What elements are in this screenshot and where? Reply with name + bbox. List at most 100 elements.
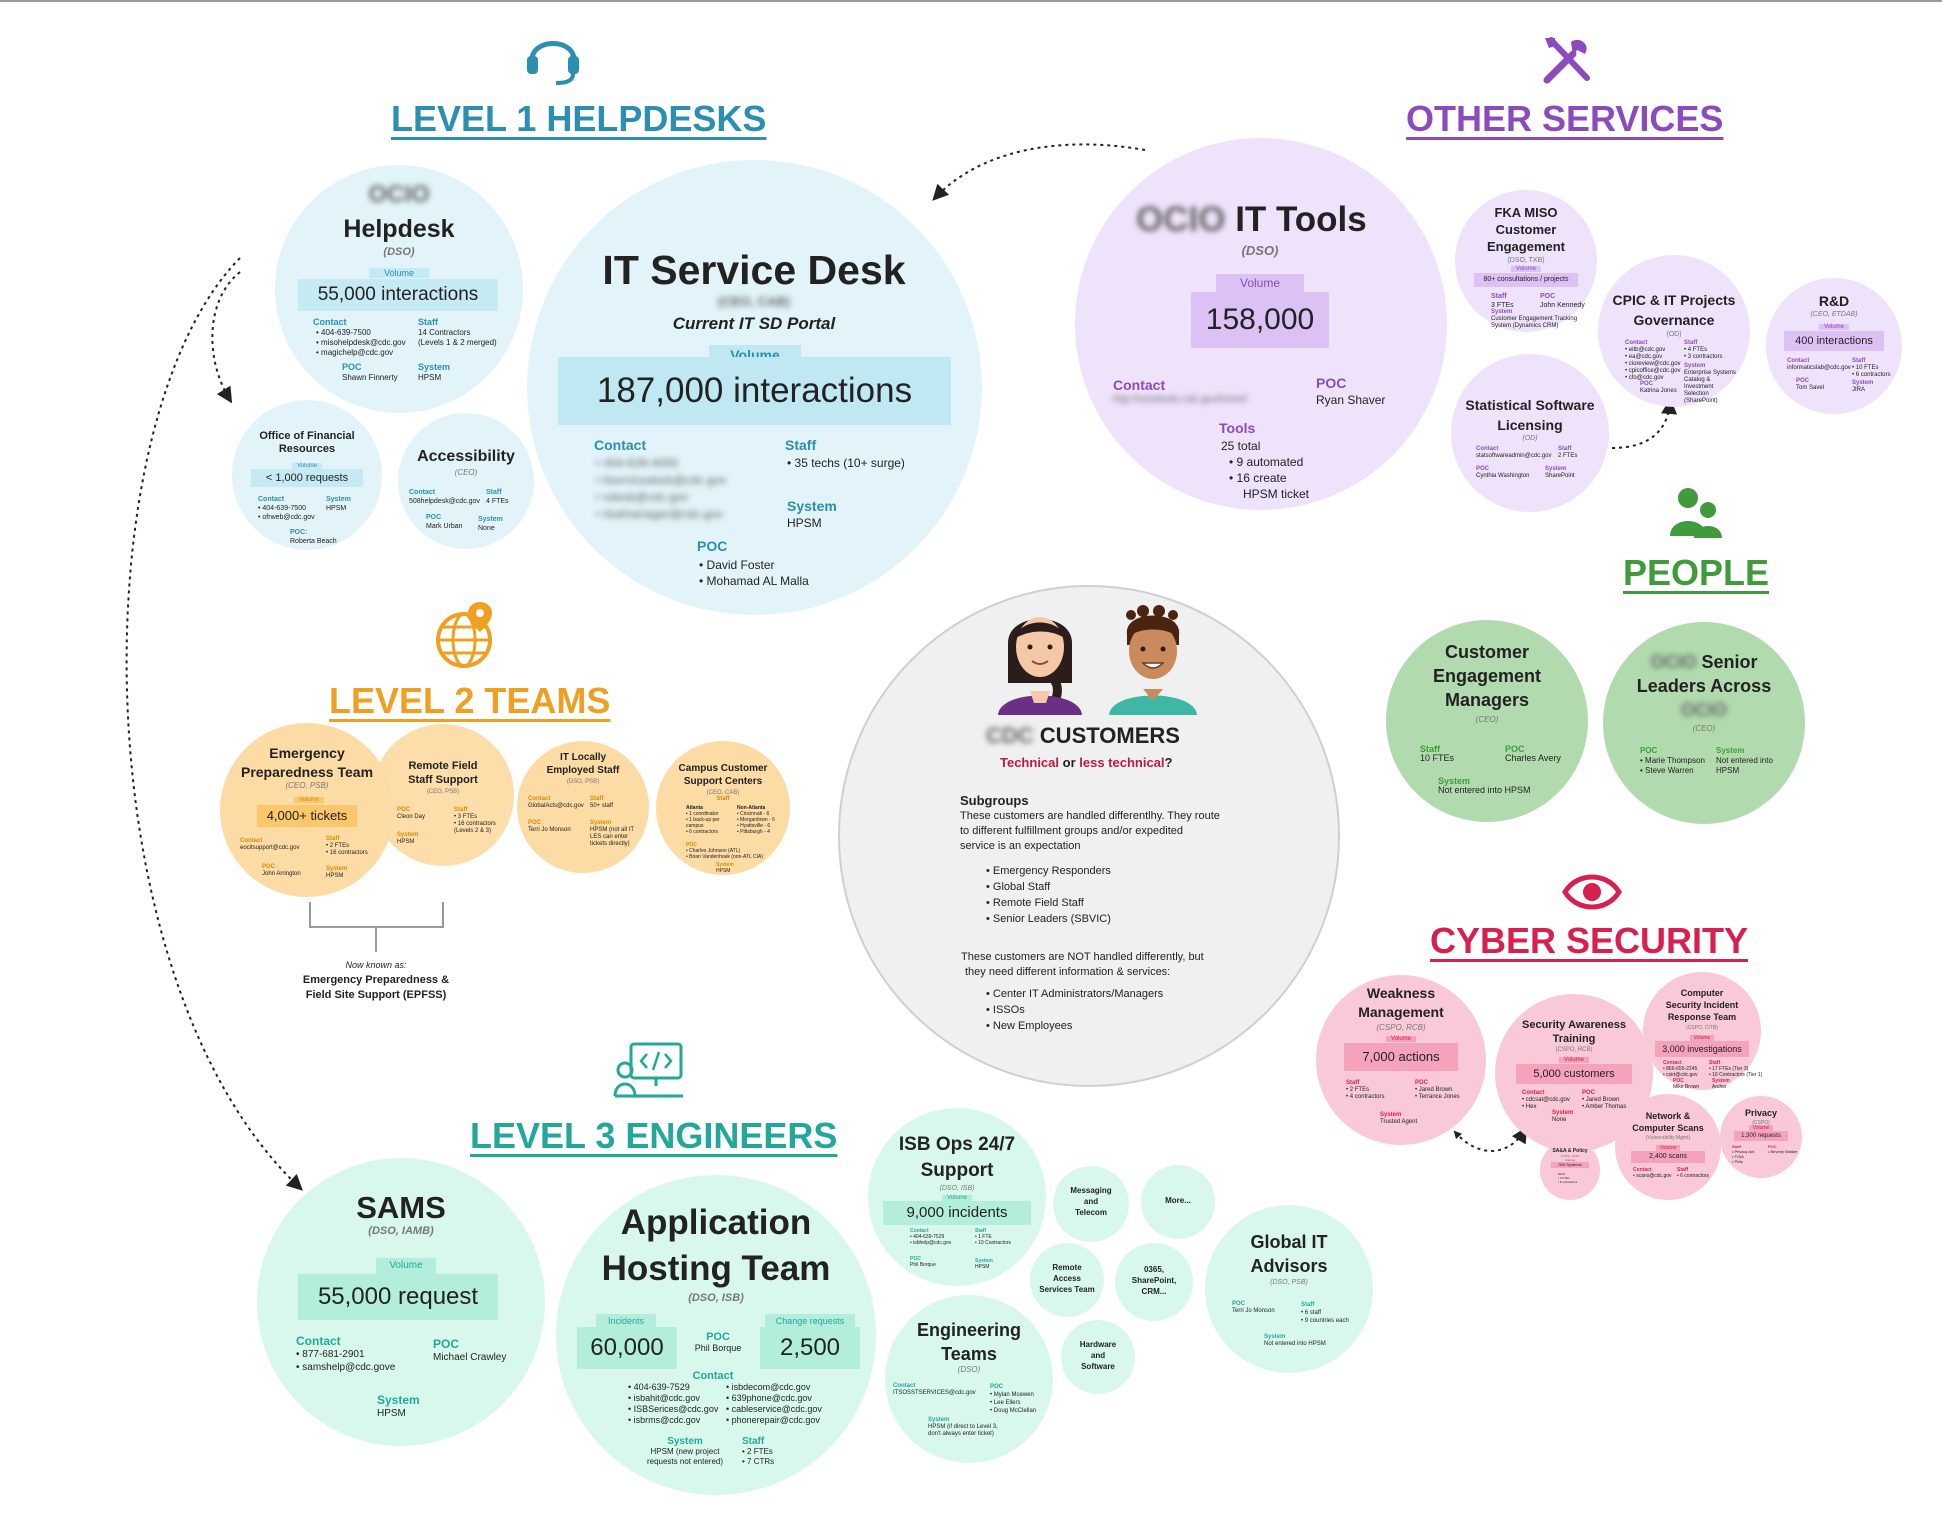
privacy-staff: Staff• Privacy Act• FOIA• PIAs [1732, 1144, 1755, 1164]
sat-sub: (CSPO, RCB) [1555, 1047, 1593, 1053]
sapolicy-vol-label: Volume [1564, 1158, 1575, 1162]
senior-poc: POC• Marie Thompson• Steve Warren [1640, 746, 1705, 775]
ept-staff: Staff• 2 FTEs• 16 contractors [326, 836, 368, 856]
stat-sw-sub: (OD) [1522, 435, 1538, 442]
ofr-contact: Contact• 404-639-7500• ofrweb@cdc.gov [258, 496, 315, 521]
privacy-poc: POC• Beverly Walker [1768, 1144, 1798, 1154]
csirt-volume: 3,000 investigations [1655, 1041, 1749, 1057]
ites-circle [517, 741, 649, 873]
aht-contact-left: • 404-639-7529• isbahit@cdc.gov• ISBSeri… [628, 1382, 719, 1425]
aht-staff: Staff• 2 FTEs• 7 CTRs [742, 1436, 775, 1467]
campus-circle [656, 741, 790, 875]
remote-access-circle [1030, 1243, 1104, 1317]
network-volume: 2,400 scans [1631, 1151, 1705, 1163]
arrow-it-tools-to-sd [932, 143, 1146, 201]
it-sd-sub: (CEO, CAB) [717, 294, 791, 309]
rfss-sub: (CEO, PSB) [426, 789, 460, 795]
rd-volume: 400 interactions [1784, 331, 1884, 351]
weakness-poc: POC• Jared Brown• Terrance Jones [1415, 1080, 1460, 1100]
fka-miso-circle [1455, 190, 1597, 332]
csirt-circle [1643, 972, 1761, 1090]
sat-poc: POC• Jared Brown• Amber Thomas [1582, 1090, 1627, 1110]
it-tools-title: OCIO IT Tools [1136, 200, 1367, 239]
top-border [0, 0, 1942, 2]
senior-sub: (CEO) [1692, 724, 1716, 733]
sat-contact: Contact• cdcsat@cdc.gov• Hex [1522, 1090, 1570, 1110]
more-circle [1141, 1165, 1215, 1239]
it-tools-tools-h: Tools [1219, 420, 1256, 436]
section-level3-engineers: LEVEL 3 ENGINEERS [470, 1115, 838, 1156]
fka-miso-vol-label: Volume [1511, 266, 1541, 272]
sams-contact: Contact• 877-681-2901• samshelp@cdc.gove [296, 1334, 396, 1374]
epfss-note: Now known as: Emergency Preparedness & F… [302, 960, 450, 1001]
ocio-helpdesk-staff-h: Staff [418, 317, 438, 327]
network-title: Network &Computer Scans [1632, 1111, 1704, 1133]
rfss-circle [372, 724, 514, 866]
headset-icon [527, 41, 579, 85]
ept-volume: 4,000+ tickets [257, 805, 357, 827]
rd-staff: Staff• 10 FTEs• 6 contractors [1852, 358, 1891, 378]
people-icon [1670, 488, 1722, 538]
sat-vol-label: Volume [1559, 1057, 1589, 1063]
accessibility-title: Accessibility [417, 448, 515, 465]
campus-staff-h: Staff [716, 796, 730, 802]
ocio-helpdesk-staff: 14 Contractors(Levels 1 & 2 merged) [418, 328, 497, 347]
ocio-helpdesk-title: Helpdesk [343, 215, 455, 243]
weakness-vol-label: Volume [1386, 1036, 1416, 1042]
ocio-helpdesk-poc-h: POC [342, 362, 362, 372]
isb-ops-volume: 9,000 incidents [883, 1201, 1031, 1225]
messaging-circle [1053, 1166, 1129, 1242]
senior-title: OCIO Senior Leaders Across OCIO [1636, 652, 1772, 720]
it-sd-contact-h: Contact [594, 437, 647, 453]
ocio-helpdesk-vol-label: Volume [369, 268, 429, 278]
global-it-circle [1205, 1205, 1373, 1373]
cpic-staff: Staff• 4 FTEs• 3 contractors [1684, 340, 1723, 360]
customers-tech: Technical or less technical? [1000, 755, 1173, 770]
sams-title: SAMS [356, 1190, 446, 1225]
it-tools-contact-h: Contact [1113, 377, 1166, 393]
arrow-weakness-sat [1454, 1126, 1528, 1152]
sams-volume: 55,000 request [298, 1274, 498, 1320]
rfss-staff: Staff• 3 FTEs• 16 contractors(Levels 2 &… [454, 807, 496, 834]
privacy-vol-label: Volume [1749, 1125, 1773, 1131]
eng-teams-circle [885, 1295, 1053, 1463]
code-monitor-icon [613, 1042, 683, 1098]
campus-staff-nonatl: Non-Atlanta• Cincinnati - 6• Morgantown … [737, 805, 775, 835]
globe-pin-icon [436, 602, 492, 668]
ocio-helpdesk-volume: 55,000 interactions [298, 279, 498, 311]
arrow-helpdesk-to-sams [125, 257, 303, 1191]
accessibility-sub: (CEO) [454, 468, 478, 477]
customers-circle [838, 585, 1340, 1087]
sapolicy-sub: (CSPO, RCB) [1560, 1154, 1580, 1158]
privacy-sub: (CSPO) [1752, 1120, 1770, 1126]
hardware-circle [1061, 1320, 1135, 1394]
arrow-helpdesk-to-ofr [211, 271, 241, 404]
rd-vol-label: Volume [1819, 324, 1849, 330]
